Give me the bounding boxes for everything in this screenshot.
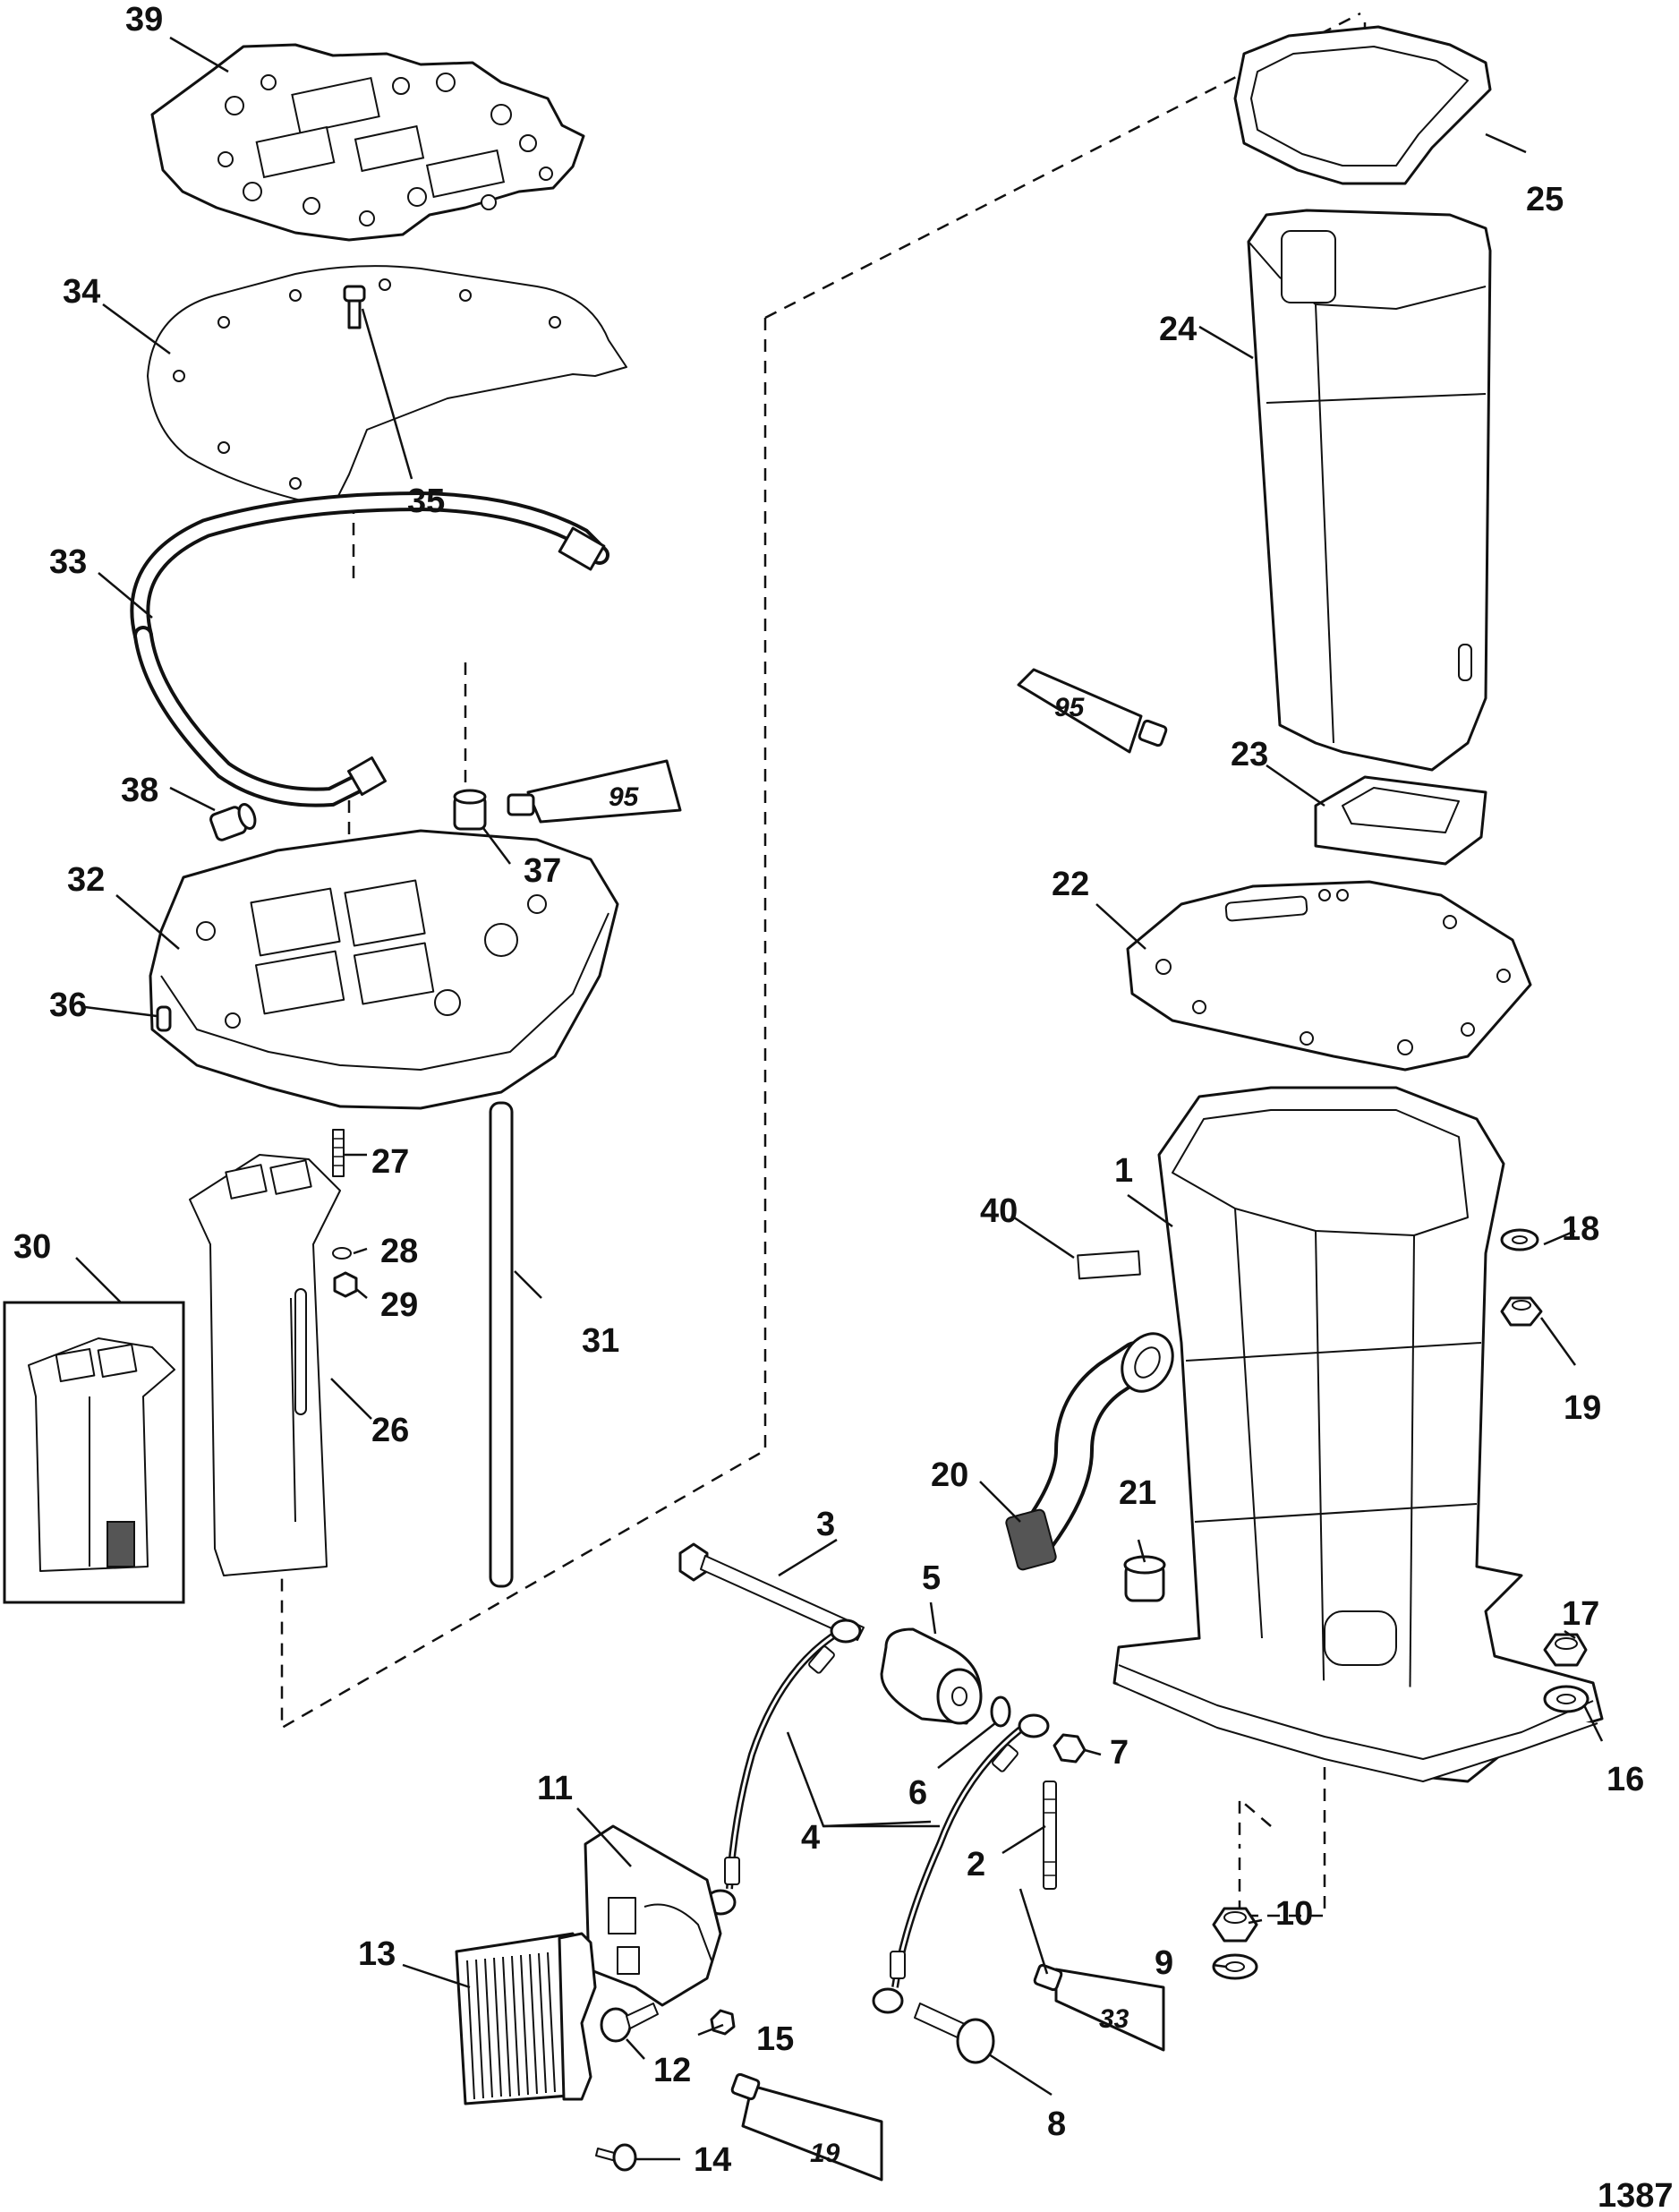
stud-2 [1043,1781,1057,1890]
ground-straps-4 [704,1618,1050,2014]
cover-plate-34 [147,265,627,502]
callout-31: 31 [582,1322,619,1360]
callout-36: 36 [49,986,87,1024]
grommet-21 [1123,1555,1166,1602]
callout-33: 33 [49,543,87,581]
bracket-11 [584,1824,722,2007]
seal-23 [1314,775,1487,866]
callout-25: 25 [1526,181,1564,218]
washer-16 [1543,1685,1590,1713]
callout-10: 10 [1275,1895,1313,1933]
washer-6 [990,1695,1011,1728]
callout-11: 11 [537,1770,573,1807]
callout-39: 39 [125,1,163,38]
callout-2: 2 [967,1846,985,1883]
nut-10 [1212,1907,1258,1943]
callout-12: 12 [653,2052,691,2089]
gasket-39 [150,43,585,242]
sleeve-37 [453,789,487,831]
callout-1: 1 [1114,1152,1133,1190]
tube-label-19: 19 [810,2139,840,2168]
sealant-tube-95-upper: 95 [507,759,682,824]
callout-20: 20 [931,1456,968,1494]
callout-8: 8 [1047,2105,1066,2143]
sealant-tube-33: 33 [1033,1963,1165,2052]
callout-16: 16 [1607,1761,1644,1798]
callout-38: 38 [121,772,158,809]
tube-label-95-upper: 95 [609,782,640,812]
callout-21: 21 [1119,1474,1156,1512]
tube-label-95-right: 95 [1054,693,1086,722]
callout-18: 18 [1562,1210,1599,1248]
plug-38 [209,803,257,841]
callout-34: 34 [63,273,100,311]
bolt-8 [914,2003,995,2064]
housing-24 [1247,209,1492,772]
driveshaft-housing-1 [1112,1086,1604,1783]
screw-35 [343,285,366,329]
leader-lines [75,36,1604,2161]
nut-29 [333,1271,358,1298]
callout-5: 5 [922,1559,941,1597]
callout-35: 35 [407,483,445,520]
callout-30: 30 [13,1228,51,1266]
adapter-plate-32 [149,829,619,1110]
dowel-36 [156,1005,172,1032]
figure-number: 1387 [1598,2177,1674,2212]
callout-28: 28 [380,1233,418,1270]
callout-15: 15 [756,2020,794,2058]
washer-18 [1500,1228,1539,1251]
callout-37: 37 [524,852,561,890]
nut-15 [710,2009,736,2036]
callout-labels: 39 34 35 33 38 32 37 36 27 28 29 30 26 3… [13,1,1674,2212]
callout-27: 27 [371,1143,409,1181]
seal-25 [1233,25,1492,185]
rod-31 [489,1101,514,1588]
sealant-tube-19: 19 [730,2072,883,2182]
sealant-tube-95-right: 95 [1017,668,1168,754]
decal-40 [1077,1250,1141,1280]
callout-9: 9 [1155,1944,1173,1982]
callout-4: 4 [801,1819,820,1857]
callout-17: 17 [1562,1595,1599,1633]
callout-32: 32 [67,861,105,899]
callout-29: 29 [380,1286,418,1324]
washer-28 [332,1247,352,1260]
nut-17 [1543,1633,1588,1667]
callout-14: 14 [694,2141,731,2179]
screw-14 [595,2143,637,2172]
callout-19: 19 [1564,1389,1601,1427]
seal-33 [130,491,609,807]
bolt-3 [678,1542,865,1641]
stud-27 [332,1129,345,1177]
callout-6: 6 [908,1774,927,1812]
callout-3: 3 [816,1506,835,1543]
tube-label-33: 33 [1099,2004,1129,2034]
callout-7: 7 [1110,1734,1129,1772]
callout-22: 22 [1052,866,1089,903]
gasket-22 [1126,880,1532,1072]
screw-12 [600,2003,659,2043]
exhaust-tube-26 [189,1154,341,1576]
callout-24: 24 [1159,311,1197,348]
elbow-20 [1005,1332,1174,1571]
callout-23: 23 [1231,736,1268,773]
mount-5 [880,1627,983,1725]
alternate-tube-30-box [3,1301,185,1604]
anode-13 [455,1932,597,2105]
nut-19 [1500,1296,1543,1327]
callout-40: 40 [980,1192,1018,1230]
nut-7 [1053,1733,1087,1764]
callout-13: 13 [358,1935,396,1973]
callout-26: 26 [371,1412,409,1449]
